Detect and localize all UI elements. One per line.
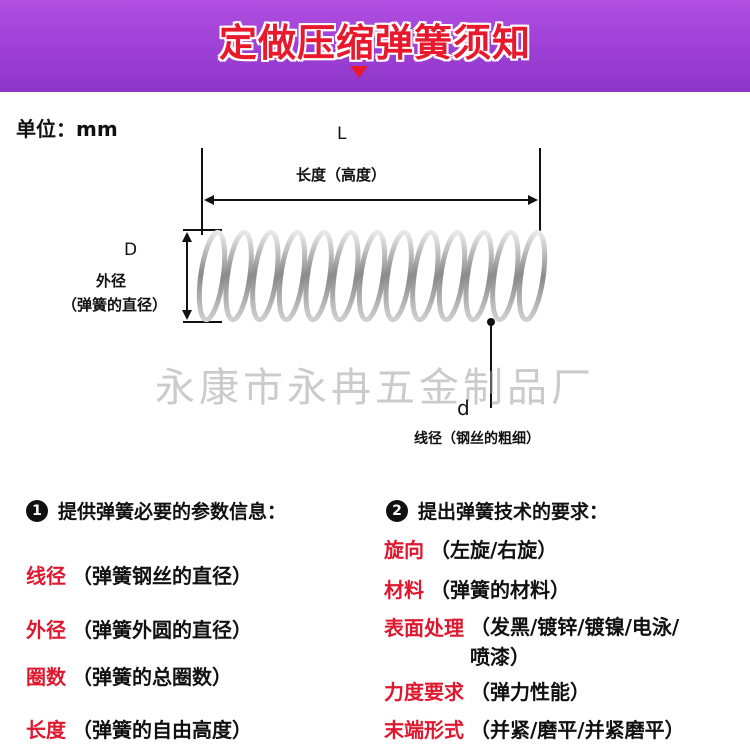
title-banner: 定做压缩弹簧须知 xyxy=(0,0,750,92)
spring-coil xyxy=(436,229,468,323)
wire-letter: d xyxy=(457,396,470,420)
length-label: 长度（高度） xyxy=(296,166,387,184)
outer-letter: D xyxy=(124,240,138,260)
spring-coil xyxy=(516,229,548,323)
right-item-force: 力度要求 （弹力性能） xyxy=(384,680,590,704)
right-heading: 2 提出弹簧技术的要求： xyxy=(386,497,608,524)
watermark: 永康市永冉五金制品厂 xyxy=(155,365,595,411)
spring-coil xyxy=(410,229,441,323)
right-item-surface: 表面处理 （发黑/镀锌/镀镍/电泳/喷漆） xyxy=(384,615,680,669)
left-item-wire: 线径 （弹簧钢丝的直径） xyxy=(26,564,252,588)
outer-label-2: （弹簧的直径） xyxy=(62,296,168,314)
outer-label-1: 外径 xyxy=(96,272,127,290)
spring-coil xyxy=(330,229,361,323)
down-arrow-icon xyxy=(350,66,368,78)
spring-coil xyxy=(223,229,254,323)
left-heading: 1 提供弹簧必要的参数信息： xyxy=(26,497,286,524)
bullet-one-icon: 1 xyxy=(26,499,48,522)
spring-coil xyxy=(303,229,334,323)
banner-title: 定做压缩弹簧须知 xyxy=(218,21,531,65)
spring-diagram xyxy=(182,148,548,408)
length-arrow-left xyxy=(204,195,214,205)
spring-coil xyxy=(276,229,308,323)
spring-coils xyxy=(196,229,548,323)
length-arrow-right xyxy=(528,195,538,205)
right-item-material: 材料 （弹簧的材料） xyxy=(384,578,570,602)
wire-pointer-dot xyxy=(487,318,495,326)
left-item-turns: 圈数 （弹簧的总圈数） xyxy=(26,665,232,689)
spring-coil xyxy=(490,229,521,323)
spring-coil xyxy=(463,229,494,323)
spring-coil xyxy=(356,229,388,323)
length-letter: L xyxy=(337,124,347,144)
spring-coil xyxy=(383,229,414,323)
outer-arrow-top xyxy=(182,232,192,242)
wire-label: 线径（钢丝的粗细） xyxy=(414,431,540,447)
outer-arrow-bottom xyxy=(182,310,192,320)
right-item-direction: 旋向 （左旋/右旋） xyxy=(384,538,558,562)
left-heading-text: 提供弹簧必要的参数信息： xyxy=(58,501,287,523)
right-item-ends: 末端形式 （并紧/磨平/并紧磨平） xyxy=(384,718,685,742)
right-heading-text: 提出弹簧技术的要求： xyxy=(418,501,609,523)
bullet-two-icon: 2 xyxy=(386,499,408,522)
spring-coil xyxy=(250,229,281,323)
unit-label: 单位：mm xyxy=(16,117,118,141)
spring-coil xyxy=(196,229,228,323)
left-item-outer: 外径 （弹簧外圆的直径） xyxy=(26,618,252,642)
left-item-length: 长度 （弹簧的自由高度） xyxy=(26,718,252,742)
